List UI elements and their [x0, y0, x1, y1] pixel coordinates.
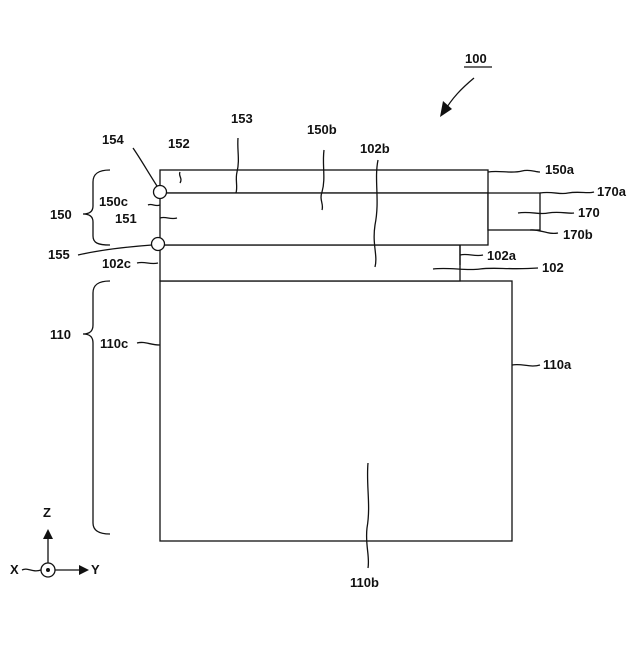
label-110a: 110a — [543, 357, 572, 372]
label-170a: 170a — [597, 184, 627, 199]
label-110c: 110c — [100, 336, 128, 351]
label-102: 102 — [542, 260, 564, 275]
label-102a: 102a — [487, 248, 517, 263]
label-150a: 150a — [545, 162, 575, 177]
coordinate-axes: Z X Y — [10, 505, 100, 577]
figure-reference: 100 — [440, 51, 492, 117]
axis-label-z: Z — [43, 505, 51, 520]
leader-102c — [137, 262, 158, 263]
leader-150a — [488, 170, 540, 172]
label-170b: 170b — [563, 227, 593, 242]
label-110: 110 — [50, 327, 71, 342]
circle-155 — [152, 238, 165, 251]
label-150: 150 — [50, 207, 72, 222]
x-axis-dot — [46, 568, 50, 572]
leader-110c — [137, 342, 160, 345]
leader-170b — [530, 230, 558, 234]
layer-102 — [160, 245, 460, 281]
leader-110a — [512, 365, 540, 366]
figure-ref-label: 100 — [465, 51, 487, 66]
layer-151 — [160, 193, 488, 245]
leader-155 — [78, 245, 152, 255]
label-170: 170 — [578, 205, 600, 220]
bracket-110 — [83, 281, 110, 534]
leader-154 — [133, 148, 157, 186]
label-150b: 150b — [307, 122, 337, 137]
label-102c: 102c — [102, 256, 131, 271]
axis-label-y: Y — [91, 562, 100, 577]
block-110 — [160, 281, 512, 541]
x-axis-leader — [22, 569, 41, 571]
leader-170a — [540, 192, 594, 194]
label-150c: 150c — [99, 194, 128, 209]
tab-170 — [488, 193, 540, 230]
leader-102a — [460, 245, 483, 265]
label-151: 151 — [115, 211, 137, 226]
label-155: 155 — [48, 247, 70, 262]
leader-150c — [148, 204, 160, 205]
label-102b: 102b — [360, 141, 390, 156]
label-110b: 110b — [350, 575, 379, 590]
label-154: 154 — [102, 132, 124, 147]
label-152: 152 — [168, 136, 190, 151]
label-153: 153 — [231, 111, 253, 126]
axis-label-x: X — [10, 562, 19, 577]
circle-154 — [154, 186, 167, 199]
